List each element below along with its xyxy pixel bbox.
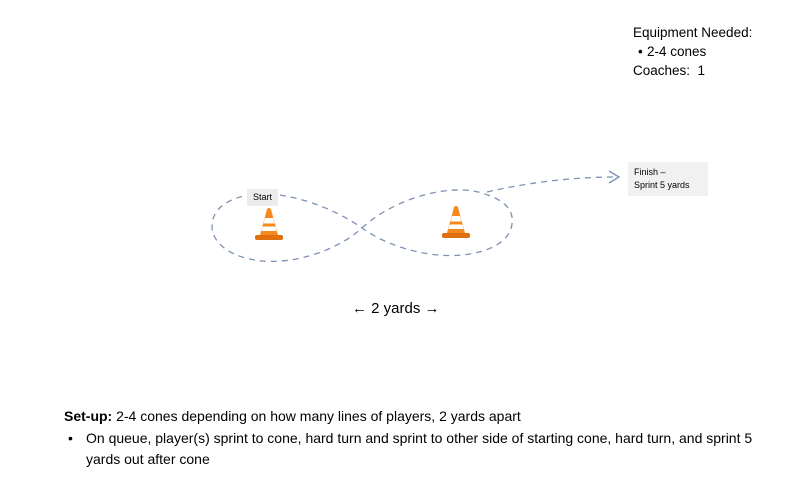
finish-arrow-line <box>486 176 617 193</box>
equipment-title: Equipment Needed: <box>633 25 753 40</box>
traffic-cone-icon <box>255 208 283 240</box>
setup-instructions: Set-up: 2-4 cones depending on how many … <box>64 406 779 471</box>
traffic-cone-icon <box>442 206 470 238</box>
instruction-bullet-row: • On queue, player(s) sprint to cone, ha… <box>64 428 779 471</box>
cone-stripe <box>263 218 275 224</box>
setup-text: 2-4 cones depending on how many lines of… <box>112 408 521 424</box>
cone-stripe <box>450 216 462 222</box>
setup-line: Set-up: 2-4 cones depending on how many … <box>64 406 779 428</box>
equipment-item-row: • 2-4 cones <box>633 42 803 61</box>
distance-label: ← 2 yards → <box>352 300 440 317</box>
finish-line1: Finish – <box>634 167 666 177</box>
equipment-block: Equipment Needed: • 2-4 cones Coaches: 1 <box>633 23 803 80</box>
equipment-item: 2-4 cones <box>647 44 707 59</box>
cone-base <box>255 235 283 240</box>
instruction-bullet-text: On queue, player(s) sprint to cone, hard… <box>86 429 753 468</box>
start-label: Start <box>247 189 279 206</box>
finish-line2: Sprint 5 yards <box>634 180 690 190</box>
cone-base <box>442 233 470 238</box>
bullet-dot: • <box>68 429 73 446</box>
arrowhead-icon <box>608 170 621 184</box>
finish-box: Finish – Sprint 5 yards <box>628 162 708 196</box>
cone-stripe <box>448 224 464 229</box>
bullet-dot: • <box>638 44 643 59</box>
cone-stripe <box>261 226 277 231</box>
setup-label: Set-up: <box>64 408 113 424</box>
coaches-line: Coaches: 1 <box>633 63 706 78</box>
